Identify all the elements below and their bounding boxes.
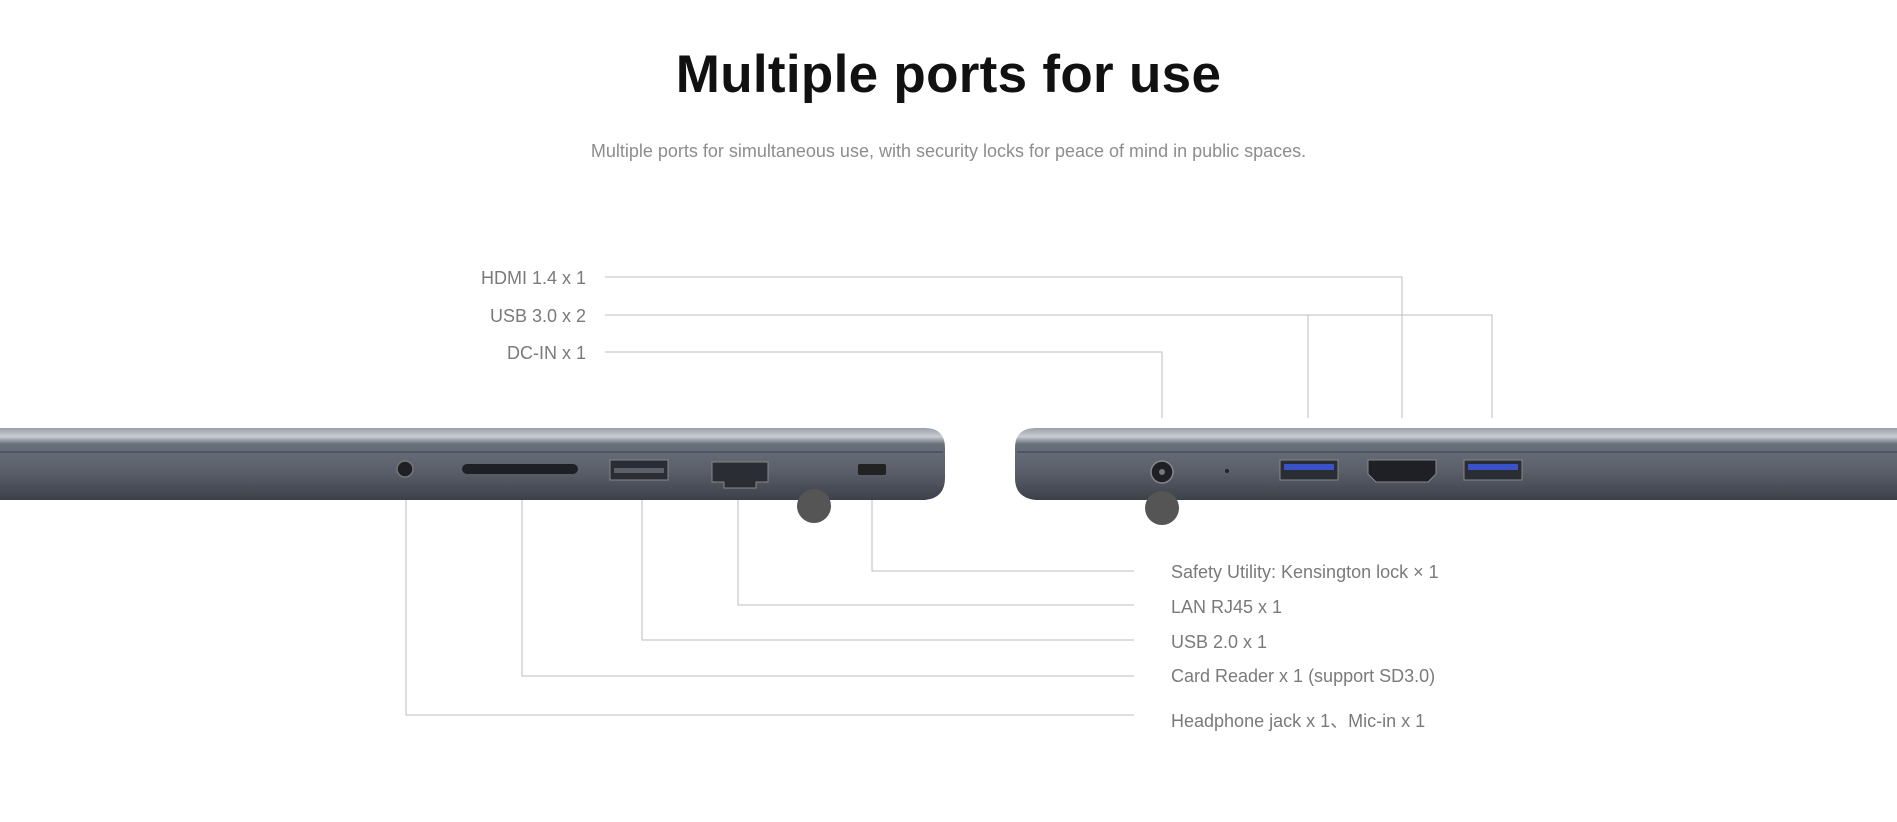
headphone-jack-label: Headphone jack x 1、Mic-in x 1 (1171, 711, 1426, 731)
page-subtitle: Multiple ports for simultaneous use, wit… (590, 141, 1307, 161)
hdmi-port-icon (1367, 459, 1437, 483)
usb2-label: USB 2.0 x 1 (1171, 632, 1268, 652)
lan-rj45-port-icon (711, 461, 769, 489)
mic-dot-icon (1225, 469, 1229, 473)
leader-lines-bottom (405, 500, 1134, 716)
kensington-lock-label: Safety Utility: Kensington lock × 1 (1171, 562, 1439, 582)
lan-label: LAN RJ45 x 1 (1171, 597, 1283, 617)
page-title: Multiple ports for use (675, 45, 1222, 104)
headphone-jack-icon (396, 460, 414, 478)
kensington-lock-icon (858, 464, 886, 475)
card-reader-slot-icon (462, 464, 578, 474)
laptop-left-side (0, 428, 945, 523)
hdmi-label: HDMI 1.4 x 1 (480, 268, 586, 288)
rubber-foot-icon (1145, 491, 1179, 525)
dc-in-label: DC-IN x 1 (506, 343, 586, 363)
card-reader-label: Card Reader x 1 (support SD3.0) (1171, 666, 1436, 686)
rubber-foot-icon (797, 489, 831, 523)
leader-lines-top (605, 276, 1493, 418)
usb3-label: USB 3.0 x 2 (489, 306, 586, 326)
laptop-right-side (1015, 428, 1897, 525)
